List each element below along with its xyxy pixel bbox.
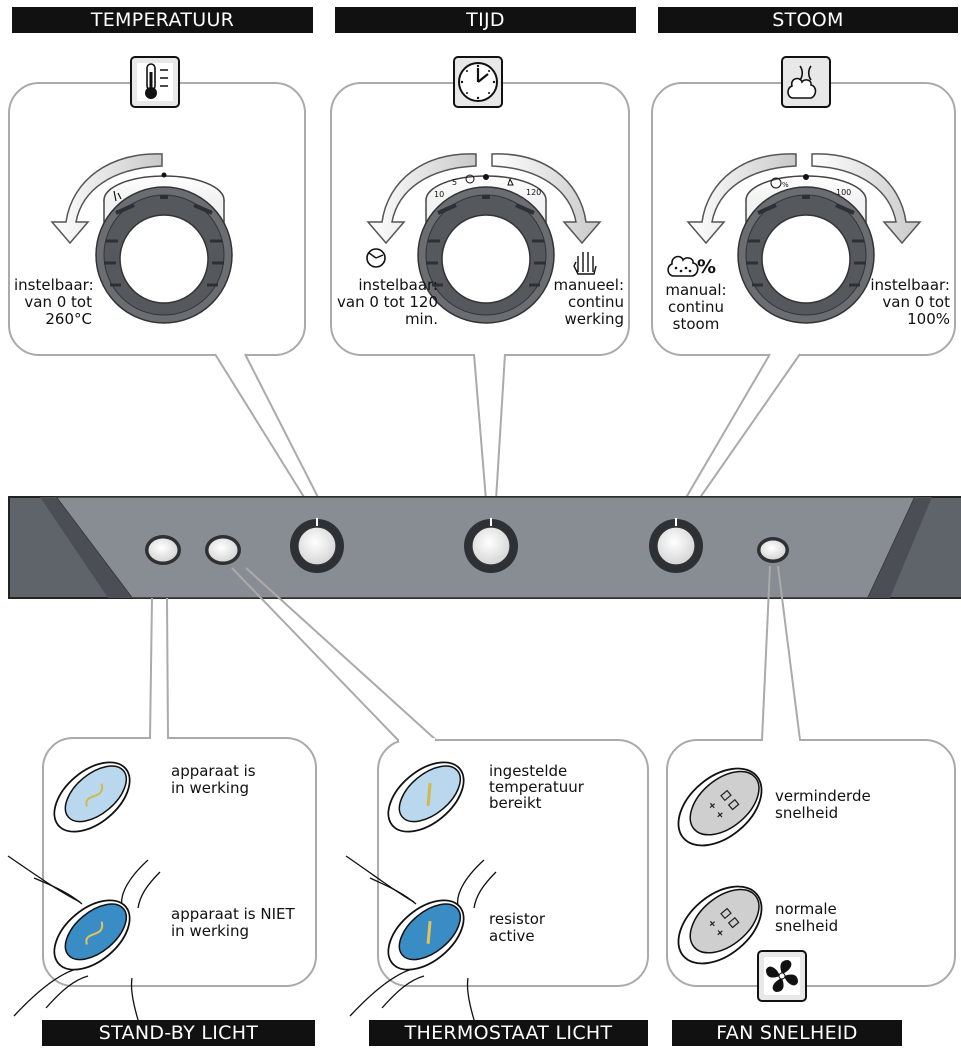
clock-icon [453,56,503,108]
time-decrease-arrow [366,153,477,245]
svg-text:100: 100 [836,188,851,197]
time-pointer [473,353,506,501]
svg-text:10: 10 [434,190,444,199]
steam-manual-label: manual: continu stoom [665,281,727,333]
steam-decrease-arrow [686,153,797,245]
fan-icon [757,950,807,1002]
header-fan: FAN SNELHEID [672,1020,902,1046]
fan-normal-speed-button [677,885,763,965]
steam-knob[interactable] [649,518,703,573]
temperature-knob-closeup [94,172,234,325]
timer-icon [366,248,386,268]
svg-text:5: 5 [452,178,457,187]
steam-droplets-icon [667,255,699,277]
temperature-decrease-arrow [50,153,163,245]
steam-knob-closeup: % 100 [736,174,876,325]
time-manual-label: manueel: continu werking [553,276,625,328]
standby-off-label: apparaat is NIET in werking [171,905,295,940]
steam-pointer [678,353,801,514]
steam-icon [781,56,831,108]
thermometer-icon [130,56,180,108]
steam-percent-symbol: % [697,256,717,278]
time-range-label: instelbaar: van 0 tot 120 min. [337,276,438,328]
thermostat-active-label: resistor active [489,910,546,945]
steam-increase-arrow [811,153,922,245]
steam-range-label: instelbaar: van 0 tot 100% [870,276,950,328]
time-knob-closeup: 5 10 120 [416,174,556,325]
thermostat-reached-label: ingestelde temperatuur bereikt [489,762,584,812]
fan-speed-button[interactable] [757,537,789,563]
fan-normal-label: normale snelheid [775,900,839,935]
temperature-range-label: instelbaar: van 0 tot 260°C [14,276,94,328]
fan-reduced-label: verminderde snelheid [775,787,871,822]
hand-icon [573,252,597,275]
header-temperatuur: TEMPERATUUR [12,7,313,33]
header-stoom: STOOM [658,7,958,33]
standby-on-label: apparaat is in werking [171,762,256,797]
thermostat-light-reached [387,761,465,833]
standby-light-on [53,761,131,833]
thermostat-light-active [387,899,465,971]
header-tijd: TIJD [335,7,636,33]
temperature-pointer [214,353,324,512]
temperature-knob[interactable] [290,518,344,573]
header-thermostaat: THERMOSTAAT LICHT [369,1020,648,1046]
standby-light-button[interactable] [145,535,181,565]
time-knob[interactable] [464,518,518,573]
svg-text:120: 120 [526,188,541,197]
header-standby: STAND-BY LICHT [42,1020,315,1046]
thermostat-light-button[interactable] [205,535,241,565]
svg-text:%: % [782,181,789,189]
fan-reduced-speed-button [677,767,763,847]
time-increase-arrow [491,153,602,245]
standby-light-off [53,899,131,971]
